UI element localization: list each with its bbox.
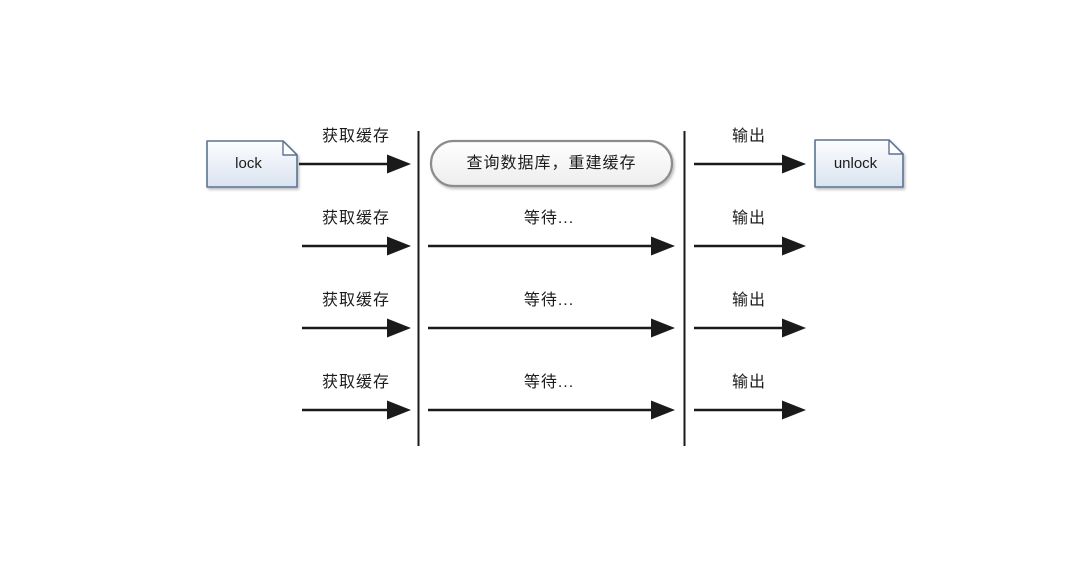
unlock-node-label: unlock [833, 155, 878, 172]
label-acquire-row4: 获取缓存 [321, 374, 390, 391]
lock-node [206, 140, 298, 188]
unlock-node [814, 139, 904, 188]
label-output-row1: 输出 [731, 128, 766, 145]
arrow-output-row3 [694, 318, 806, 338]
arrow-output-row1 [694, 154, 806, 174]
arrow-wait-row4 [428, 400, 675, 420]
label-acquire-row1: 获取缓存 [321, 128, 390, 145]
label-output-row3: 输出 [731, 292, 766, 309]
arrow-head [651, 400, 675, 420]
arrow-head [782, 400, 806, 420]
label-wait-row4: 等待... [523, 374, 575, 391]
arrow-acquire-row1 [299, 154, 411, 174]
label-acquire-row2: 获取缓存 [321, 210, 390, 227]
arrow-head [387, 318, 411, 338]
lock-node-label: lock [235, 155, 262, 172]
label-acquire-row3: 获取缓存 [321, 292, 390, 309]
arrow-head [782, 318, 806, 338]
unlock-note-shape [814, 139, 904, 188]
label-output-row4: 输出 [731, 374, 766, 391]
arrow-head [782, 154, 806, 174]
arrow-output-row2 [694, 236, 806, 256]
arrow-acquire-row3 [302, 318, 411, 338]
arrow-acquire-row2 [302, 236, 411, 256]
process-node-shape [429, 139, 674, 188]
arrow-head [387, 400, 411, 420]
arrow-head [651, 236, 675, 256]
lock-note-fold-icon [282, 140, 298, 156]
arrow-wait-row3 [428, 318, 675, 338]
arrow-wait-row2 [428, 236, 675, 256]
arrow-head [651, 318, 675, 338]
label-wait-row2: 等待... [523, 210, 575, 227]
arrow-output-row4 [694, 400, 806, 420]
process-node-label: 查询数据库，重建缓存 [466, 155, 637, 172]
lock-note-shape [206, 140, 298, 188]
label-wait-row3: 等待... [523, 292, 575, 309]
arrow-acquire-row4 [302, 400, 411, 420]
label-output-row2: 输出 [731, 210, 766, 227]
arrow-head [387, 236, 411, 256]
arrow-head [782, 236, 806, 256]
unlock-note-fold-icon [888, 139, 904, 155]
arrow-head [387, 154, 411, 174]
